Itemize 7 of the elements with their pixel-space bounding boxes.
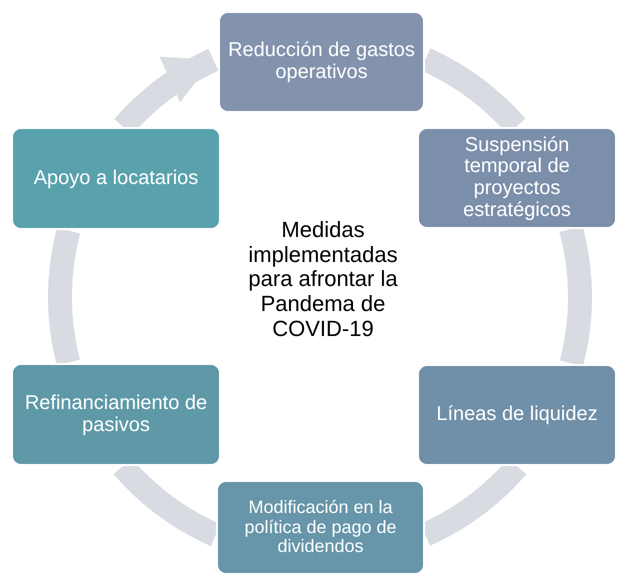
process-box: Modificación en la política de pago de dividendos bbox=[216, 480, 425, 575]
process-box: Apoyo a locatarios bbox=[11, 127, 221, 230]
process-box: Refinanciamiento de pasivos bbox=[11, 363, 221, 466]
process-box: Líneas de liquidez bbox=[417, 364, 617, 466]
center-title: Medidas implementadas para afrontar la Pandema de COVID-19 bbox=[247, 218, 399, 342]
process-box: Reducción de gastos operativos bbox=[218, 11, 425, 113]
process-box: Suspensión temporal de proyectos estratégicos bbox=[417, 127, 617, 229]
